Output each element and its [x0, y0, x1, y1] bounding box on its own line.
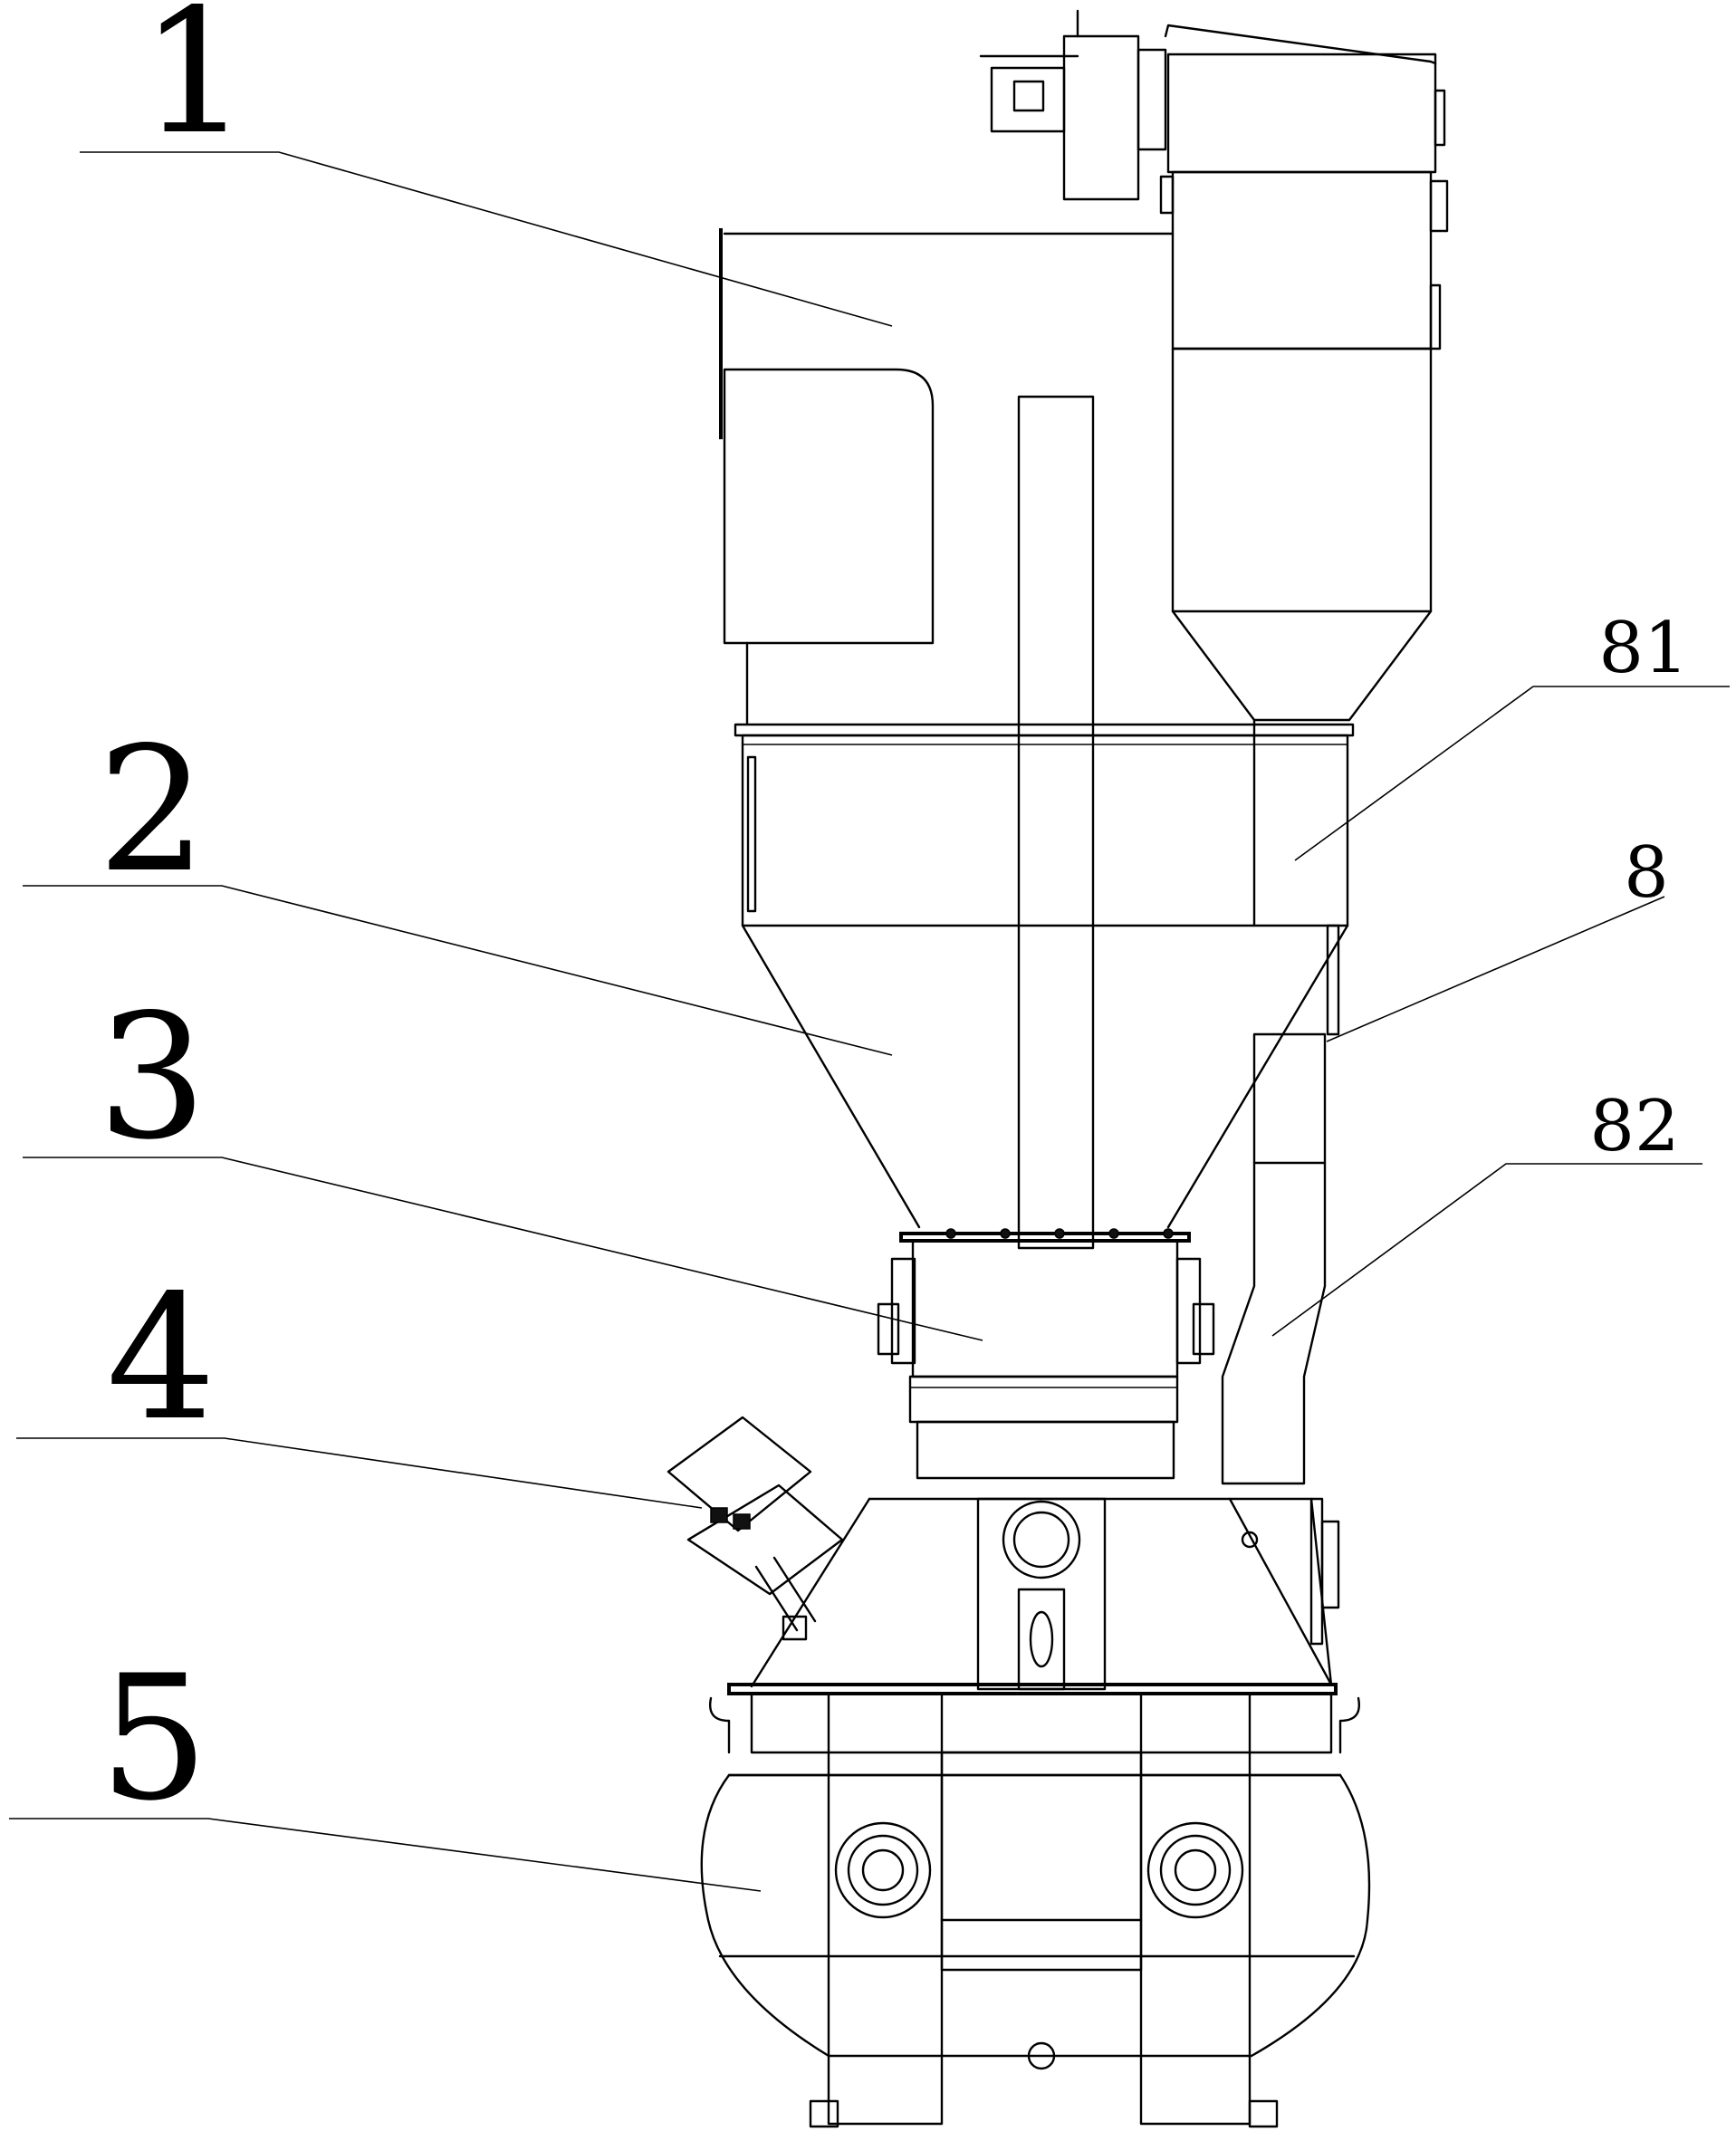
fan-motor-assembly	[981, 11, 1165, 199]
return-duct	[1223, 926, 1338, 1483]
mixer-upper-hood	[752, 1499, 1338, 1689]
separator-upper-body	[721, 228, 1173, 1248]
leader-lines	[9, 152, 1730, 1891]
callout-1: 1	[140, 0, 250, 172]
callout-82: 82	[1589, 1086, 1679, 1167]
callout-4: 4	[107, 1258, 216, 1458]
callout-81: 81	[1598, 608, 1688, 689]
leader-82	[1272, 1164, 1702, 1336]
leader-8	[1327, 897, 1664, 1042]
side-drive-unit	[668, 1417, 842, 1639]
mixer-tub	[702, 1685, 1369, 2127]
dust-filter-housing	[1161, 25, 1447, 720]
callout-2: 2	[98, 710, 207, 910]
callout-3: 3	[98, 977, 207, 1177]
collection-bin	[735, 720, 1353, 1227]
callout-labels: 1 2 3 4 5 81 8 82	[98, 0, 1689, 1839]
callout-8: 8	[1624, 832, 1669, 914]
callout-5: 5	[100, 1638, 209, 1839]
leader-1	[80, 152, 892, 326]
rotary-feeder	[878, 1229, 1213, 1478]
